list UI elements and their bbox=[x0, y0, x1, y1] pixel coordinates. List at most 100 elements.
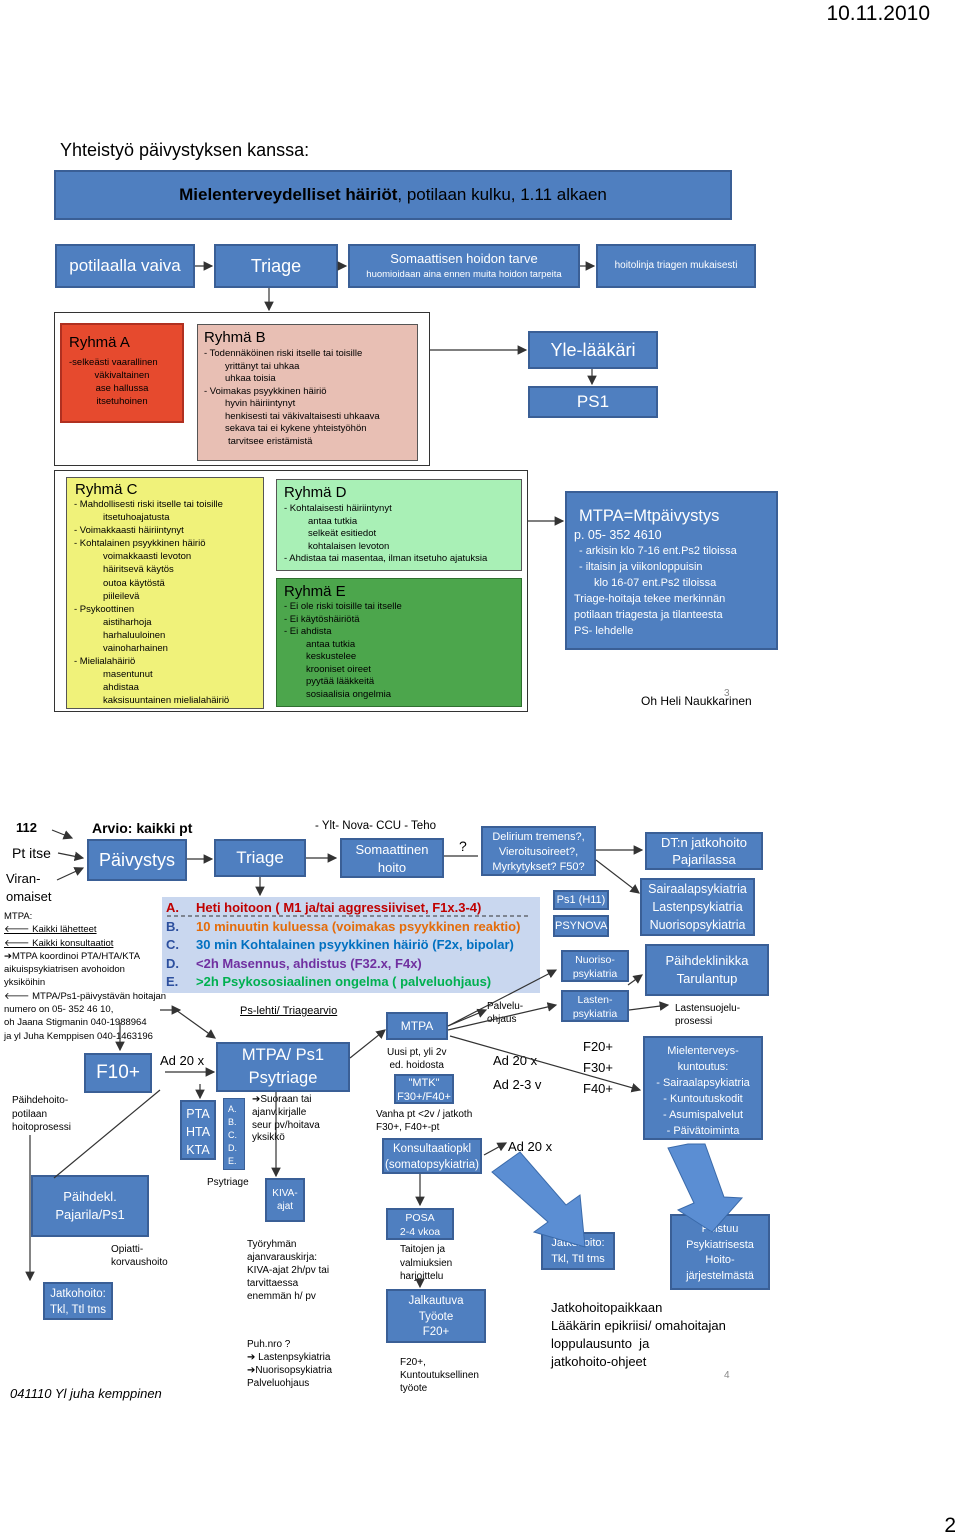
ryhma-b-title: Ryhmä B bbox=[204, 329, 266, 346]
triage-level-letter: D. bbox=[166, 955, 179, 971]
ryhma-e-box: Ryhmä E - Ei ole riski toisille tai itse… bbox=[276, 578, 522, 707]
mtpa-box: MTPA bbox=[386, 1012, 448, 1040]
paihdekl-box: Päihdekl. Pajarila/Ps1 bbox=[31, 1175, 149, 1237]
ryhma-c-line: - Voimakkaasti häiriintynyt bbox=[74, 525, 184, 537]
ryhma-b-line: - Todennäköinen riski itselle tai toisil… bbox=[204, 348, 363, 359]
label-arvio: Arvio: kaikki pt bbox=[92, 820, 193, 836]
ryhma-c-line: - Psykoottinen bbox=[74, 603, 135, 615]
triage-level-row: B.10 minuutin kuluessa (voimakas psyykki… bbox=[166, 919, 520, 934]
palveluohjaus-label: Palvelu- ohjaus bbox=[487, 1001, 524, 1025]
dt-jatkohoito-box: DT:n jatkohoito Pajarilassa bbox=[645, 832, 763, 870]
triage-level-row: D. <2h Masennus, ahdistus (F32.x, F4x) bbox=[166, 956, 422, 971]
ryhma-a-box: Ryhmä A -selkeästi vaarallinen väkivalta… bbox=[60, 323, 184, 423]
triage-level-letter: C. bbox=[166, 937, 179, 952]
ryhma-e-line: antaa tutkia bbox=[306, 638, 356, 650]
ad20x-left: Ad 20 x bbox=[160, 1053, 205, 1068]
ryhma-c-lines: - Mahdollisesti riski itselle tai toisil… bbox=[67, 498, 263, 708]
ryhma-c-line: harhaluuloinen bbox=[103, 629, 166, 641]
taitojen-label: Taitojen ja valmiuksien harjoittelu bbox=[400, 1244, 453, 1282]
ryhma-a-line: itsetuhoinen bbox=[96, 396, 148, 407]
mtpa-info-phone: p. 05- 352 4610 bbox=[574, 528, 662, 542]
ryhma-cde-frame bbox=[54, 470, 528, 712]
ryhma-ab-frame bbox=[54, 312, 430, 466]
mtpa-ps1-psytriage-box: MTPA/ Ps1 Psytriage bbox=[216, 1042, 350, 1092]
mtpa-info-line: PS- lehdelle bbox=[574, 625, 634, 637]
jatkohoito-right-box: Jatkohoito: Tkl, Ttl tms bbox=[541, 1232, 615, 1270]
ryhma-d-box: Ryhmä D - Kohtalaisesti häiriintynyt ant… bbox=[276, 479, 522, 571]
ryhma-a-title: Ryhmä A bbox=[69, 334, 130, 351]
triage-level-text: 30 min Kohtalainen psyykkinen häiriö (F2… bbox=[196, 937, 514, 952]
f-codes-label: F20+ F30+ F40+ bbox=[583, 1039, 613, 1096]
tyoryhman-label: Työryhmän ajanvarauskirja: KIVA-ajat 2h/… bbox=[247, 1239, 330, 1302]
mtpa-left-line: ja yl Juha Kemppisen 040-1463196 bbox=[4, 1030, 153, 1042]
ps1-box: PS1 bbox=[528, 386, 658, 418]
ryhma-c-line: vainoharhainen bbox=[103, 643, 168, 655]
diagram-title-rest: , potilaan kulku, 1.11 alkaen bbox=[397, 185, 607, 204]
triage-level-text: Heti hoitoon ( M1 ja/tai aggressiiviset,… bbox=[196, 900, 482, 915]
ryhma-b-box: Ryhmä B - Todennäköinen riski itselle ta… bbox=[197, 324, 418, 461]
triage-level-row: A. Heti hoitoon ( M1 ja/tai aggressiivise… bbox=[166, 900, 481, 915]
ryhma-a-line: ase hallussa bbox=[95, 383, 149, 394]
ryhma-c-line: outoa käytöstä bbox=[103, 577, 165, 589]
ryhma-d-line: kohtalaisen levoton bbox=[308, 540, 390, 552]
vanha-pt-label: Vanha pt <2v / jatkoth F30+, F40+-pt bbox=[376, 1109, 473, 1133]
somaattinen-subtitle: huomioidaan aina ennen muita hoidon tarp… bbox=[366, 269, 562, 280]
mielenterveys-box: Mielenterveys- kuntoutus: - Sairaalapsyk… bbox=[643, 1036, 763, 1140]
somaattinen-hoito-box: Somaattinen hoito bbox=[340, 838, 444, 878]
ryhma-e-line: - Ei käytöshäiriötä bbox=[284, 613, 360, 625]
triage-level-letter: E. bbox=[166, 974, 179, 989]
triage-level-text: <2h Masennus, ahdistus (F32.x, F4x) bbox=[196, 955, 422, 971]
konsultaatio-box: Konsultaatiopkl (somatopsykiatria) bbox=[382, 1138, 482, 1174]
mtpa-left-line: oh Jaana Stigmanin 040-1988964 bbox=[4, 1017, 147, 1029]
f20-kuntoutus-label: F20+, Kuntoutuksellinen työote bbox=[400, 1357, 479, 1394]
triage-level-row: C. 30 min Kohtalainen psyykkinen häiriö (… bbox=[166, 937, 514, 952]
mtpa-info-line: potilaan triagesta ja tilanteesta bbox=[574, 609, 723, 621]
paihdeklinikka-box: Päihdeklinikka Tarulantup bbox=[645, 944, 769, 996]
ryhma-e-title: Ryhmä E bbox=[284, 583, 346, 600]
page-number-2: 4 bbox=[724, 1370, 730, 1381]
kiva-box: KIVA- ajat bbox=[265, 1178, 305, 1222]
ryhma-a-line: väkivaltainen bbox=[94, 370, 150, 381]
f10-box: F10+ bbox=[84, 1053, 152, 1093]
ryhma-c-line: - Kohtalainen psyykkinen häiriö bbox=[74, 538, 206, 550]
ryhma-b-line: hyvin häiriintynyt bbox=[225, 398, 296, 409]
hoitolinja-box: hoitolinja triagen mukaisesti bbox=[596, 244, 756, 288]
page-date: 10.11.2010 bbox=[826, 2, 930, 25]
triage-level-text: >2h Psykososiaalinen ongelma ( palveluoh… bbox=[196, 974, 492, 989]
mtpa-info-line: klo 16-07 ent.Ps2 tiloissa bbox=[594, 577, 717, 589]
ryhma-c-box: Ryhmä C - Mahdollisesti riski itselle ta… bbox=[66, 477, 264, 709]
posa-box: POSA 2-4 vkoa bbox=[386, 1208, 454, 1240]
mtpa-info-title: MTPA=Mtpäivystys bbox=[579, 507, 720, 525]
ryhma-e-line: - Ei ole riski toisille tai itselle bbox=[284, 601, 402, 612]
ad20x-low-label: Ad 20 x bbox=[508, 1139, 553, 1154]
ryhma-d-line: selkeät esitiedot bbox=[308, 528, 377, 539]
ryhma-d-line: antaa tutkia bbox=[308, 515, 358, 527]
mtpa-left-line: 🡐 MTPA/Ps1-päivystävän hoitajan bbox=[4, 990, 167, 1002]
ryhma-d-line: - Ahdistaa tai masentaa, ilman itsetuho … bbox=[284, 553, 488, 564]
triage-level-letter: A. bbox=[166, 900, 179, 915]
sairaalapsykiatria-box: Sairaalapsykiatria Lastenpsykiatria Nuor… bbox=[640, 878, 755, 936]
label-viranomaiset: Viran- omaiset bbox=[6, 871, 52, 904]
ryhma-c-line: kaksisuuntainen mielialahäiriö bbox=[103, 695, 230, 707]
lastenpsykiatria-box: Lasten- psykiatria bbox=[561, 990, 629, 1022]
potilaalla-vaiva-box: potilaalla vaiva bbox=[55, 244, 195, 288]
diagram-title-bold: Mielenterveydelliset häiriöt bbox=[179, 185, 398, 204]
ryhma-b-line: yrittänyt tai uhkaa bbox=[225, 360, 300, 372]
mtpa-info-line: Triage-hoitaja tekee merkinnän bbox=[574, 593, 726, 605]
abcde-box: A. B. C. D. E. bbox=[223, 1098, 245, 1170]
mtpa-left-line: yksiköihin bbox=[4, 977, 46, 989]
poistuu-box: Poistuu Psykiatrisesta Hoito- järjestelm… bbox=[670, 1214, 770, 1290]
ryhma-e-line: sosiaalisia ongelmia bbox=[306, 688, 392, 700]
puhnro-label: Puh.nro ? ➔ Lastenpsykiatria ➔Nuorisopsy… bbox=[247, 1339, 333, 1389]
triage-box: Triage bbox=[214, 244, 338, 288]
delirium-box: Delirium tremens?, Vieroitusoireet?, Myr… bbox=[481, 826, 596, 876]
paivystys-box: Päivystys bbox=[87, 839, 187, 881]
ryhma-e-line: pyytää lääkkeitä bbox=[306, 676, 375, 687]
ad23v-label: Ad 2-3 v bbox=[493, 1077, 542, 1092]
label-112: 112 bbox=[16, 820, 37, 835]
ryhma-c-line: itsetuhoajatusta bbox=[103, 512, 170, 524]
ryhma-e-line: krooniset oireet bbox=[306, 663, 371, 675]
ryhma-e-line: - Ei ahdista bbox=[284, 626, 332, 637]
ryhma-b-line: uhkaa toisia bbox=[225, 373, 276, 384]
mtpa-left-line: aikuispsykiatrisen avohoidon bbox=[4, 964, 125, 976]
